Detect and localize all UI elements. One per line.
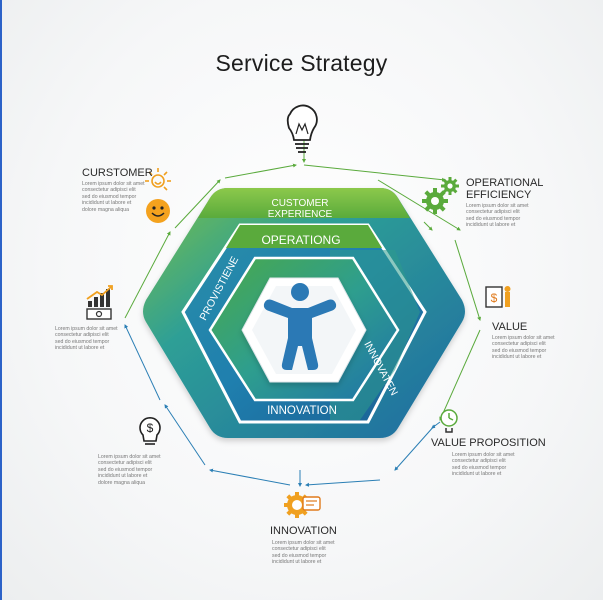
outer-label-line2: EXPERIENCE: [268, 209, 333, 220]
outer-guide-lines: [124, 140, 482, 487]
customer-body: Lorem ipsum dolor sit amet consectetur a…: [82, 181, 145, 213]
value-proposition-body: Lorem ipsum dolor sit amet consectetur a…: [452, 452, 515, 478]
value-body: Lorem ipsum dolor sit amet consectetur a…: [492, 335, 555, 361]
value-label: VALUE: [492, 321, 528, 333]
middle-label-top: OPERATIONG: [261, 233, 340, 247]
operational-efficiency-line2: EFFICIENCY: [466, 189, 532, 201]
frame-edge: [0, 0, 2, 600]
dollar-bulb-icon: $: [139, 417, 161, 445]
gear-card-icon: [284, 492, 321, 518]
customer-label: CURSTOMER: [82, 167, 153, 179]
operational-efficiency-body: Lorem ipsum dolor sit amet consectetur a…: [466, 203, 529, 229]
clock-icon: [440, 409, 458, 433]
operational-efficiency-line1: OPERATIONAL: [466, 177, 544, 189]
value-proposition-label: VALUE PROPOSITION: [431, 437, 546, 449]
person-icon: [263, 283, 337, 370]
document-dollar-icon: $: [485, 286, 511, 308]
innovation-body: Lorem ipsum dolor sit amet consectetur a…: [272, 540, 335, 566]
sun-icon: [145, 168, 171, 191]
svg-text:$: $: [147, 421, 154, 435]
bar-chart-growth-icon: [86, 285, 113, 320]
smiley-face-icon: [146, 199, 170, 223]
growth-body: Lorem ipsum dolor sit amet consectetur a…: [55, 326, 118, 352]
innovation-label: INNOVATION: [270, 525, 337, 537]
page-title: Service Strategy: [215, 50, 388, 76]
middle-label-bottom: INNOVATION: [267, 405, 337, 417]
finance-body: Lorem ipsum dolor sit amet consectetur a…: [98, 454, 161, 486]
svg-text:$: $: [491, 291, 498, 305]
lightbulb-icon: [286, 104, 318, 153]
outer-label-line1: CUSTOMER: [271, 198, 328, 209]
gears-icon: [422, 177, 459, 214]
